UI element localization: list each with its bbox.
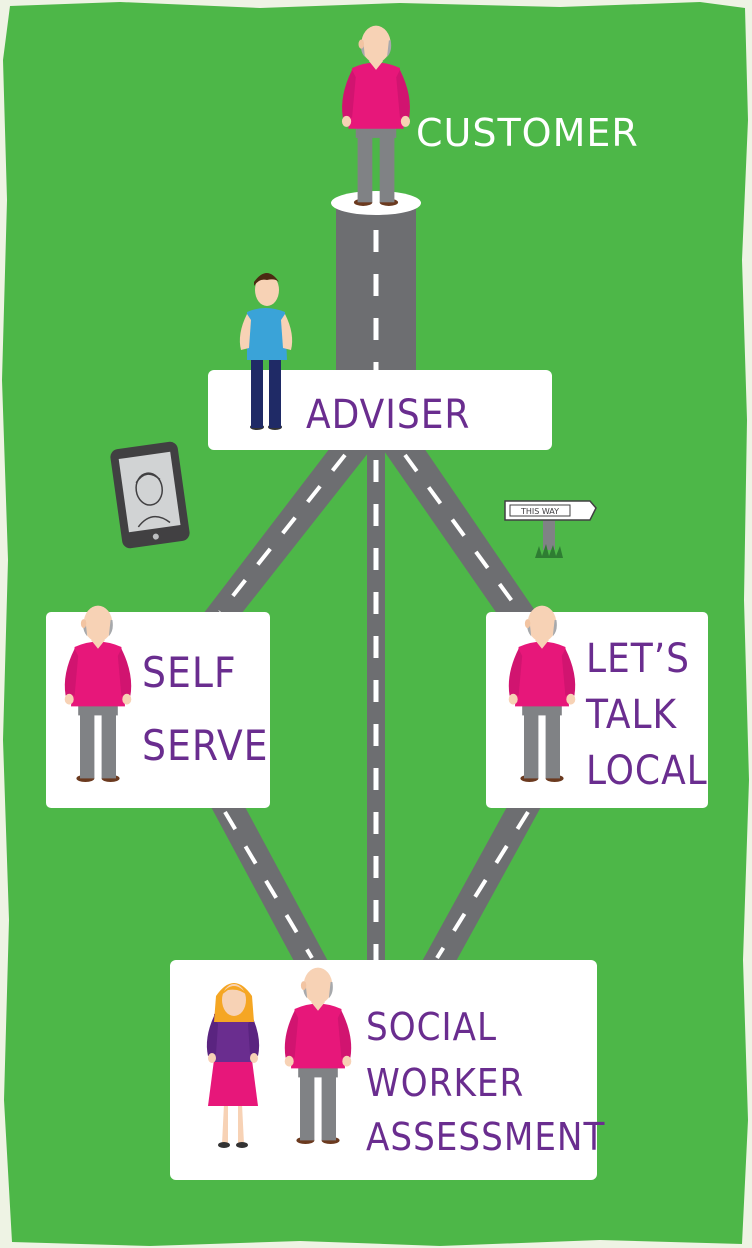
lets-talk-local-label: LET’S TALK LOCAL <box>585 636 708 794</box>
signpost-label: THIS WAY <box>520 507 559 516</box>
adviser-card <box>208 370 552 450</box>
self-serve-label: SELF SERVE <box>142 648 269 770</box>
customer-pedestal <box>331 191 421 215</box>
person-social-worker-icon <box>206 983 260 1148</box>
adviser-label: ADVISER <box>306 392 470 438</box>
signpost-icon: THIS WAY <box>504 500 597 558</box>
roads <box>200 205 542 970</box>
person-adviser-icon <box>239 273 293 430</box>
customer-label: CUSTOMER <box>416 111 639 155</box>
social-worker-card <box>170 960 597 1180</box>
social-worker-label: SOCIAL WORKER ASSESSMENT <box>366 1005 605 1159</box>
tablet-icon <box>110 441 190 549</box>
